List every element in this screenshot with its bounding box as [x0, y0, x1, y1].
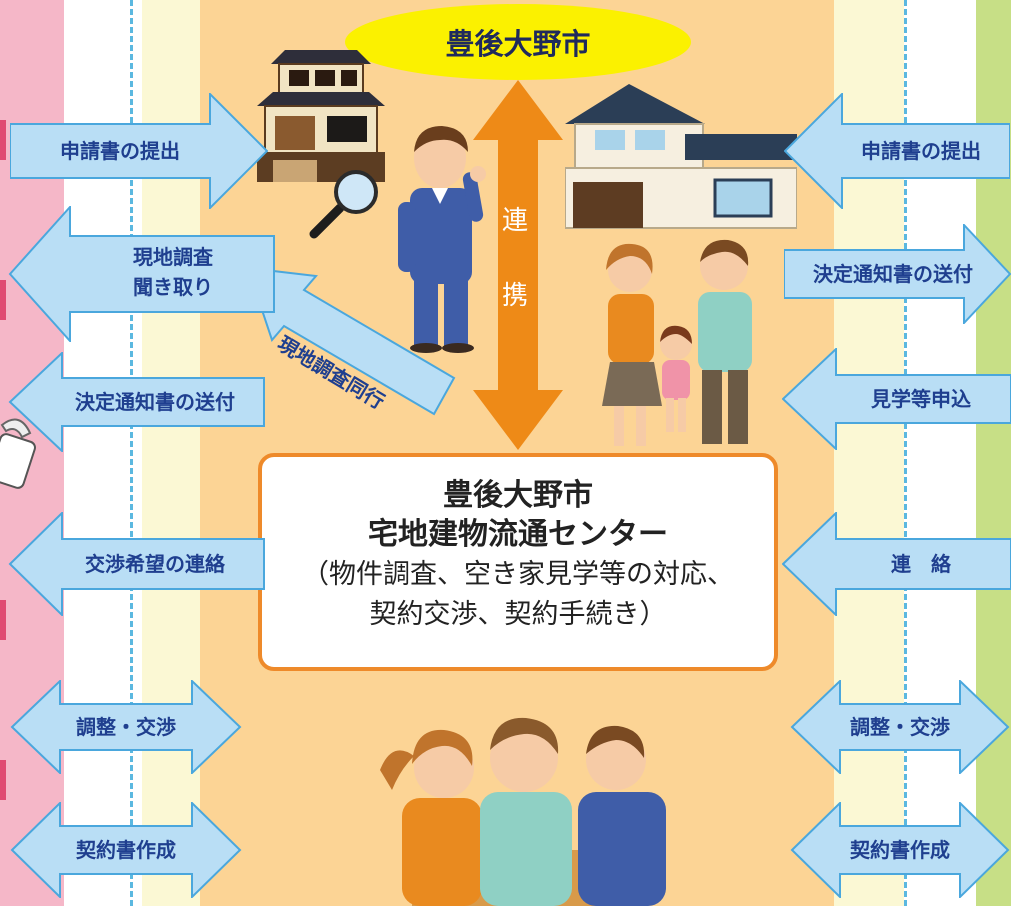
right-arrow-label-5: 調整・交渉 [850, 715, 950, 739]
modern-house-icon [565, 84, 797, 229]
link-arrow [473, 80, 563, 450]
right-arrow-label-1: 申請書の提出 [861, 139, 981, 163]
left-arrow-contract-draft: 契約書作成 [10, 802, 242, 898]
left-arrow-label-1: 申請書の提出 [60, 139, 180, 163]
left-arrow-label-3: 決定通知書の送付 [75, 390, 235, 414]
center-info-box: 豊後大野市 宅地建物流通センター （物件調査、空き家見学等の対応、 契約交渉、契… [258, 453, 778, 671]
right-dashed-line [904, 0, 907, 906]
left-arrow-site-survey: 現地調査 聞き取り [8, 206, 276, 342]
family-icon [602, 239, 752, 446]
left-arrow-label-2a: 現地調査 [133, 245, 213, 269]
left-arrow-label-2b: 聞き取り [133, 275, 213, 299]
right-arrow-label-2: 決定通知書の送付 [813, 262, 973, 286]
link-label-char2: 携 [501, 281, 528, 311]
left-dashed-line [130, 0, 133, 906]
right-arrow-contract-draft: 契約書作成 [790, 802, 1010, 898]
old-house-icon [257, 50, 385, 182]
left-arrow-label-5: 調整・交渉 [76, 715, 176, 739]
left-arrow-label-6: 契約書作成 [76, 838, 176, 862]
page-title: 豊後大野市 [345, 4, 691, 80]
magnifier-icon [309, 170, 378, 239]
right-arrow-visit-request: 見学等申込 [782, 348, 1011, 450]
left-arrow-application-submit: 申請書の提出 [10, 93, 268, 209]
right-arrow-contact: 連 絡 [782, 512, 1011, 616]
right-arrow-decision-notice: 決定通知書の送付 [784, 224, 1011, 324]
diagonal-arrow: 現地調査同行 [248, 268, 458, 418]
left-arrow-label-4: 交渉希望の連絡 [85, 552, 225, 576]
center-detail-line2: 契約交渉、契約手続き） [369, 599, 667, 630]
meeting-icon [380, 717, 666, 906]
right-arrow-adjust-negotiate: 調整・交渉 [790, 680, 1010, 774]
lock-icon [0, 418, 36, 489]
center-title-line1: 豊後大野市 [443, 478, 593, 513]
right-arrow-label-4: 連 絡 [891, 552, 951, 576]
right-arrow-application-submit: 申請書の提出 [784, 93, 1010, 209]
center-title-line2: 宅地建物流通センター [368, 517, 668, 552]
center-detail-line1: （物件調査、空き家見学等の対応、 [302, 559, 734, 590]
left-arrow-adjust-negotiate: 調整・交渉 [10, 680, 242, 774]
left-arrow-negotiation-contact: 交渉希望の連絡 [8, 512, 266, 616]
link-label-char1: 連 [501, 206, 528, 236]
worker-icon [398, 126, 486, 353]
left-arrow-decision-notice: 決定通知書の送付 [8, 352, 266, 452]
right-arrow-label-3: 見学等申込 [871, 387, 971, 411]
right-arrow-label-6: 契約書作成 [850, 838, 950, 862]
